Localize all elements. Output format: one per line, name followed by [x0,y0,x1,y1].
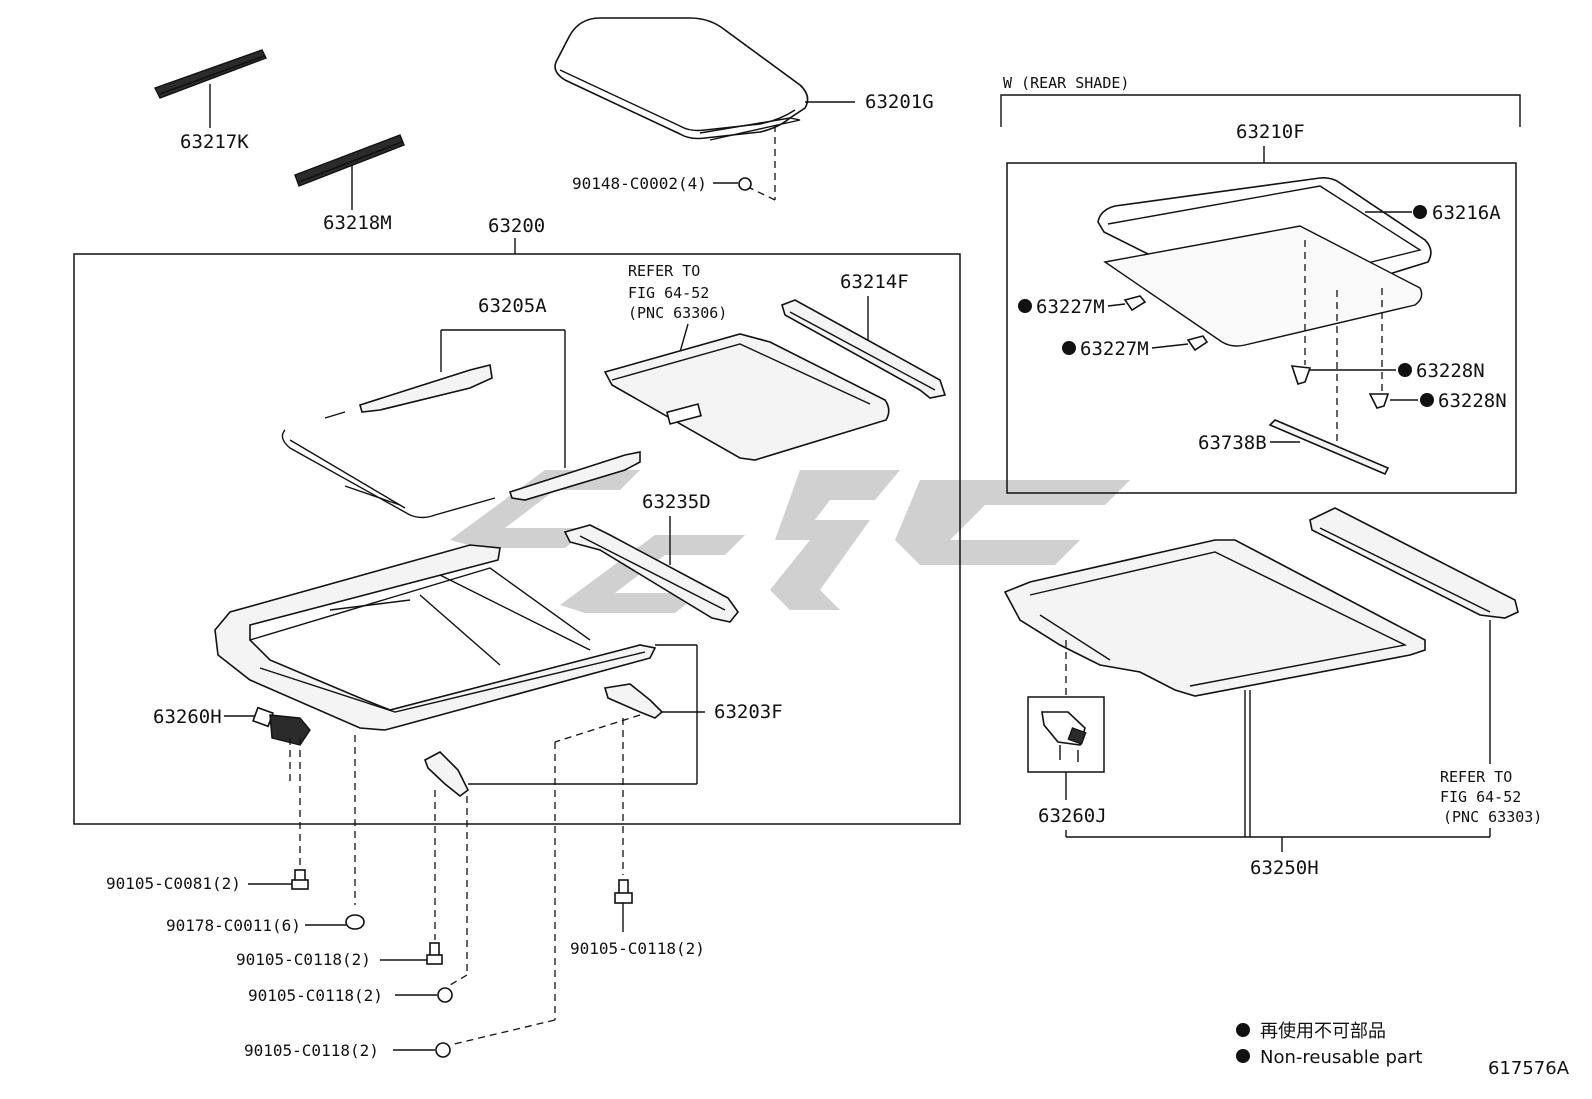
label-90148-C0002: 90148-C0002(4) [572,174,707,193]
label-90105-C0118-a: 90105-C0118(2) [236,950,371,969]
bolt-90105-C0118-d[interactable]: 90105-C0118(2) [570,879,705,958]
part-63218M[interactable]: 63218M [294,134,405,234]
bolt-90105-C0118-c[interactable]: 90105-C0118(2) [244,1041,451,1060]
refer-note-pnc-63306: REFER TO FIG 64-52 (PNC 63306) [628,262,727,353]
label-rear-shade: W (REAR SHADE) [1003,74,1129,92]
refer2-line2: FIG 64-52 [1440,788,1521,806]
rear-shade-roll[interactable] [1309,507,1519,619]
label-63228N-1: 63228N [1416,360,1485,382]
label-63260H: 63260H [153,706,222,728]
part-63227M-clip-2[interactable]: 63227M [1062,335,1209,360]
label-63227M-1: 63227M [1036,296,1105,318]
legend-dot-2 [1236,1049,1250,1063]
watermark-logo [450,470,1130,613]
label-90105-C0118-c: 90105-C0118(2) [244,1041,379,1060]
sunshade-panel[interactable] [603,333,890,461]
label-63203F: 63203F [714,701,783,723]
label-63235D: 63235D [642,491,711,513]
non-reusable-dot-63216A [1413,205,1427,219]
bolt-90105-C0081[interactable]: 90105-C0081(2) [106,869,309,893]
refer2-line3: (PNC 63303) [1443,808,1542,826]
label-90105-C0118-d: 90105-C0118(2) [570,939,705,958]
part-63235D-crossbar[interactable]: 63235D [563,491,740,623]
non-reusable-dot-63227M-2 [1062,341,1076,355]
non-reusable-dot-63227M-1 [1018,299,1032,313]
bolt-90105-C0118-b[interactable]: 90105-C0118(2) [248,986,453,1005]
bolt-leaders [289,714,641,1046]
label-63200: 63200 [488,215,545,237]
label-63205A: 63205A [478,295,547,317]
legend-chinese: 再使用不可部品 [1260,1021,1386,1042]
legend: 再使用不可部品 Non-reusable part [1236,1021,1422,1068]
label-63216A: 63216A [1432,202,1501,224]
rear-shade-group: W (REAR SHADE) [1000,74,1521,127]
label-90178-C0011: 90178-C0011(6) [166,916,301,935]
label-63228N-2: 63228N [1438,390,1507,412]
part-63205A-rails[interactable]: 63205A [281,295,641,519]
assembly-63210F-box [1006,162,1517,494]
figure-id: 617576A [1488,1058,1570,1079]
non-reusable-dot-63228N-1 [1398,363,1412,377]
label-63217K: 63217K [180,131,249,153]
label-63210F: 63210F [1236,121,1305,143]
part-63738B-strip[interactable]: 63738B [1198,290,1390,476]
part-63217K[interactable]: 63217K [154,49,267,153]
label-63214F: 63214F [840,271,909,293]
part-63227M-clip-1[interactable]: 63227M [1018,295,1147,318]
label-63250H: 63250H [1250,857,1319,879]
bolt-90148-C0002[interactable]: 90148-C0002(4) [572,125,776,201]
part-63250H-assembly[interactable]: 63250H [1065,690,1491,879]
label-90105-C0081: 90105-C0081(2) [106,874,241,893]
part-63260H-motor[interactable]: 63260H [153,706,311,746]
part-63228N-clip-2[interactable]: 63228N [1368,288,1507,412]
part-63203F-brackets[interactable]: 63203F [424,644,783,798]
legend-english: Non-reusable part [1260,1047,1422,1068]
refer-note-pnc-63303: REFER TO FIG 64-52 (PNC 63303) [1440,620,1542,826]
label-63227M-2: 63227M [1080,338,1149,360]
part-63201G-glass[interactable]: 63201G [554,17,934,141]
bolt-90105-C0118-a[interactable]: 90105-C0118(2) [236,942,443,969]
label-63218M: 63218M [323,212,392,234]
assembly-63200-box [73,253,961,825]
rear-frame[interactable] [1003,539,1426,697]
non-reusable-dot-63228N-2 [1420,393,1434,407]
refer1-line1: REFER TO [628,262,700,280]
refer1-line3: (PNC 63306) [628,304,727,322]
label-63738B: 63738B [1198,432,1267,454]
label-63201G: 63201G [865,91,934,113]
label-90105-C0118-b: 90105-C0118(2) [248,986,383,1005]
nut-90178-C0011[interactable]: 90178-C0011(6) [166,914,365,935]
part-63214F[interactable]: 63214F [781,271,947,399]
refer1-line2: FIG 64-52 [628,284,709,302]
sunroof-main-frame[interactable] [214,544,657,731]
part-63260J-motor[interactable]: 63260J [1027,640,1107,827]
refer2-line1: REFER TO [1440,768,1512,786]
label-63260J: 63260J [1038,805,1107,827]
part-63228N-clip-1[interactable]: 63228N [1290,240,1485,385]
legend-dot-1 [1236,1023,1250,1037]
shade-cloth[interactable] [1103,225,1423,347]
